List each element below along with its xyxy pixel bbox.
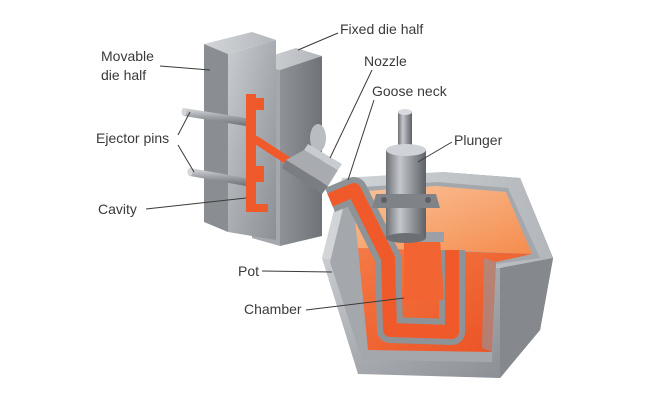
leader-fixed-die-half (297, 32, 339, 51)
leader-cavity (145, 197, 247, 210)
label-ejector-pins: Ejector pins (96, 130, 169, 146)
label-nozzle: Nozzle (364, 53, 407, 69)
leader-movable-die-half (159, 65, 211, 71)
plunger (372, 109, 440, 243)
label-fixed-die-half: Fixed die half (340, 21, 423, 37)
leader-nozzle (329, 69, 373, 159)
leader-goose-neck (347, 99, 375, 181)
leader-pot (261, 270, 333, 273)
leader-plunger (417, 141, 453, 163)
label-plunger: Plunger (454, 132, 503, 148)
label-pot: Pot (238, 263, 259, 279)
goose-neck (325, 177, 465, 345)
leader-chamber (305, 297, 405, 311)
nozzle (282, 144, 342, 194)
leader-lines (145, 32, 453, 311)
label-chamber: Chamber (244, 301, 302, 317)
label-goose-neck: Goose neck (372, 83, 448, 99)
ejector-pins (181, 108, 246, 186)
label-movable-die-half-line1: Movable (101, 48, 154, 64)
label-movable-die-half-line2: die half (101, 67, 146, 83)
leader-ejector-pins-upper (177, 111, 191, 136)
labels: Fixed die half Movable die half Nozzle G… (96, 21, 503, 317)
movable-die-half (204, 32, 276, 240)
ejector-pin-upper (181, 108, 246, 126)
ejector-pin-lower (187, 168, 246, 186)
label-cavity: Cavity (98, 201, 137, 217)
leader-ejector-pins-lower (177, 144, 195, 173)
